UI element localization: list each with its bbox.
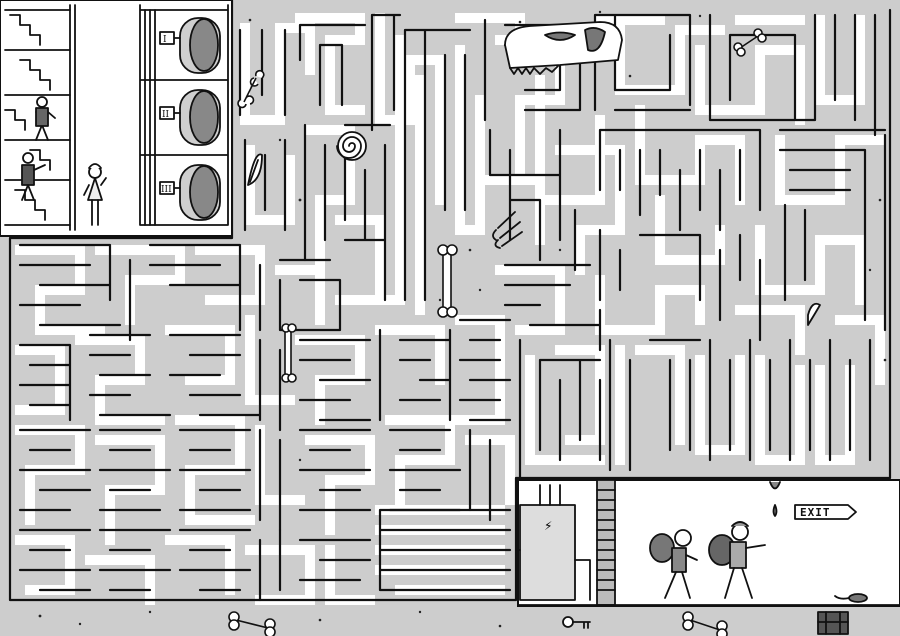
rat-icon — [834, 593, 868, 603]
key-icon — [562, 616, 591, 629]
electrical-symbol: ⚡ — [544, 519, 552, 533]
person-upper-icon — [35, 96, 56, 141]
tank-rack — [139, 4, 229, 226]
treasure-chest-icon — [817, 611, 849, 635]
robber-hair-icon — [708, 521, 766, 599]
tank-3-label: III — [161, 185, 172, 195]
electrical-box — [515, 484, 591, 601]
claw-icon — [492, 211, 523, 249]
leaf-fossil-icon — [247, 153, 263, 186]
robber-bald-icon — [649, 529, 698, 599]
tank-1-label: I — [163, 35, 167, 45]
dinosaur-skull-icon — [504, 21, 623, 75]
bone-icon — [281, 323, 297, 383]
maze-corridors[interactable] — [15, 13, 885, 605]
maze-walls — [8, 0, 892, 602]
exit-sign: EXIT — [794, 504, 857, 520]
tank-3-icon — [179, 164, 221, 221]
exit-label: EXIT — [800, 506, 831, 519]
person-lower-icon — [21, 152, 46, 201]
exit-panel: ⚡ EXIT — [515, 479, 900, 607]
staircase — [4, 4, 76, 231]
tank-2-icon — [179, 89, 221, 146]
bone-icon — [228, 611, 276, 636]
ground-speckles — [38, 10, 887, 628]
bone-icon — [437, 244, 458, 318]
ammonite-fossil-icon — [336, 131, 367, 161]
support-pillar — [596, 479, 616, 606]
water-drip-icon — [769, 481, 781, 517]
bone-icon — [733, 28, 767, 57]
woman-icon — [83, 163, 107, 226]
bone-icon — [237, 69, 265, 109]
tank-1-icon — [179, 17, 221, 74]
tooth-icon — [807, 302, 821, 326]
bone-icon — [682, 611, 728, 636]
tank-2-label: II — [162, 110, 170, 120]
start-panel: I II III — [0, 0, 233, 237]
